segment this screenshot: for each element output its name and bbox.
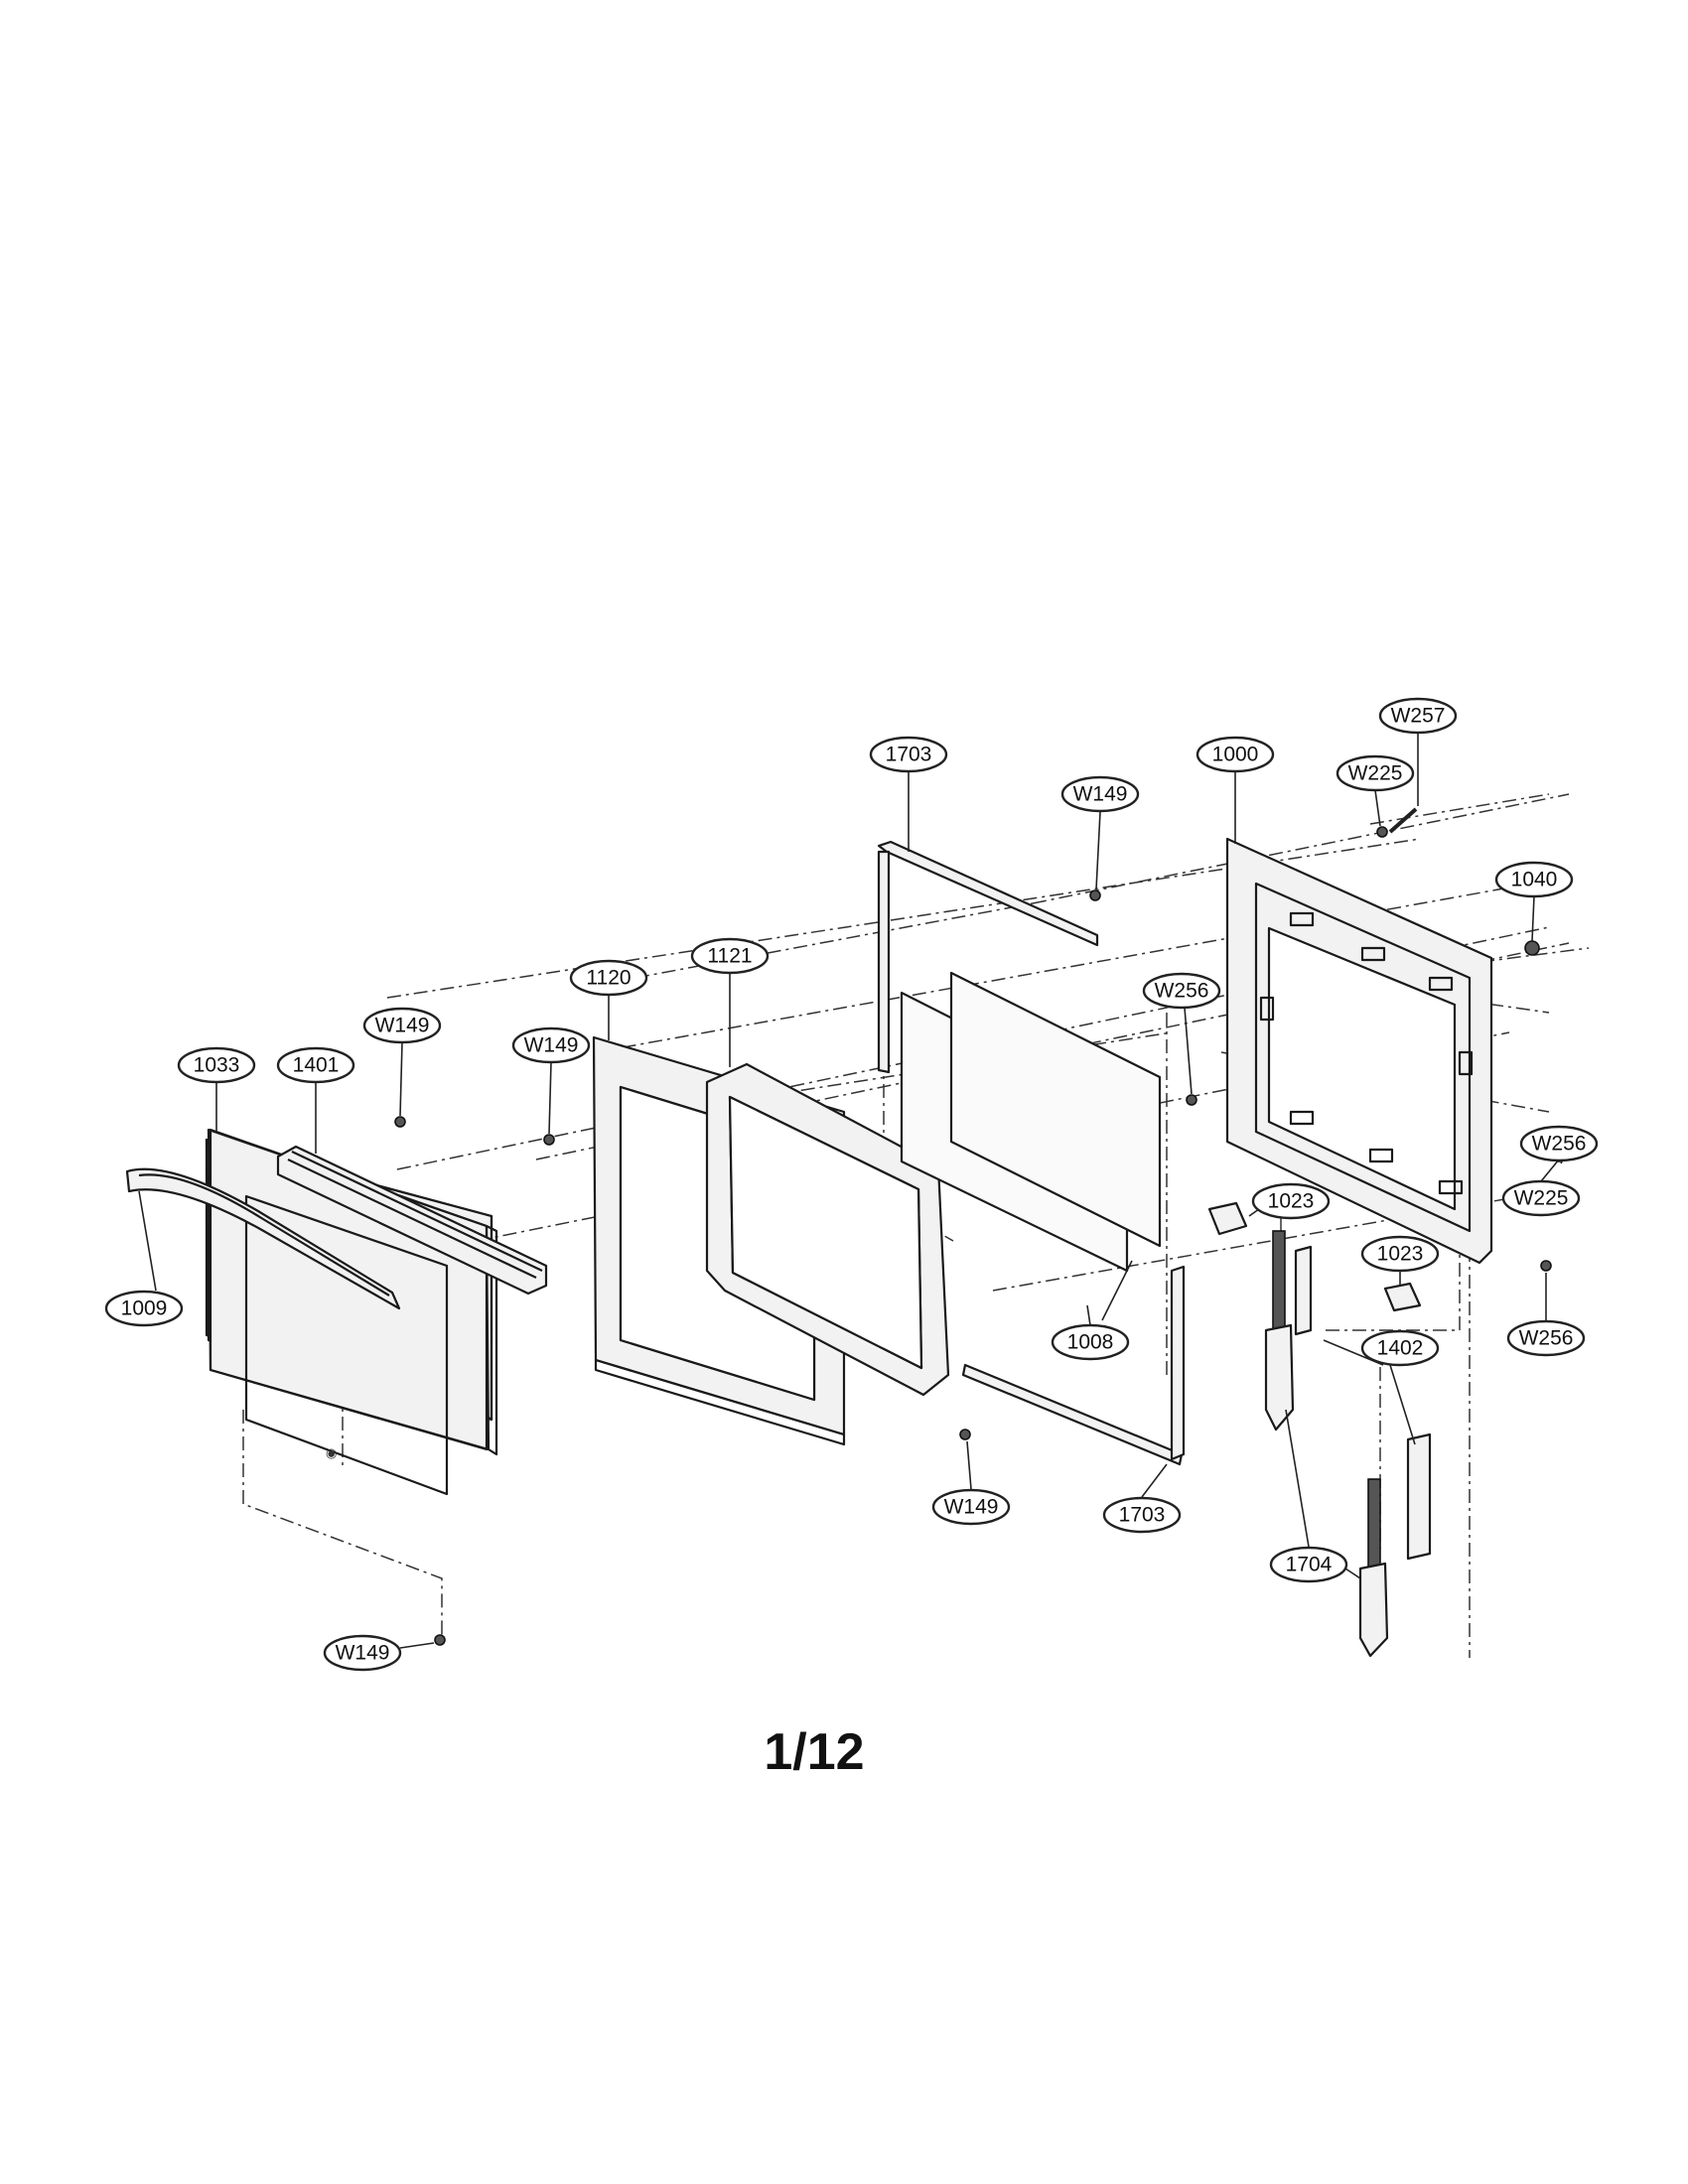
hinge-cover-plate-a xyxy=(1294,1245,1313,1336)
callout-1120: 1120 xyxy=(569,959,648,997)
svg-text:W225: W225 xyxy=(1348,762,1403,785)
screw-w149-top xyxy=(1089,889,1101,901)
svg-text:1120: 1120 xyxy=(586,967,631,990)
middle-door-frame xyxy=(705,1062,950,1397)
svg-text:W257: W257 xyxy=(1391,705,1446,728)
hinge-receptacle-b xyxy=(1383,1282,1422,1312)
glass-panes xyxy=(900,971,1162,1273)
svg-text:1000: 1000 xyxy=(1212,744,1259,766)
door-handle xyxy=(125,1167,401,1310)
hinge-a xyxy=(1264,1230,1295,1432)
screw-w149-a xyxy=(394,1116,406,1128)
callout-1000: 1000 xyxy=(1196,736,1275,773)
callout-1009: 1009 xyxy=(104,1290,184,1327)
svg-text:W149: W149 xyxy=(944,1496,999,1519)
callout-w256-bottom: W256 xyxy=(1506,1319,1586,1357)
svg-text:1009: 1009 xyxy=(121,1297,168,1320)
callout-1402: 1402 xyxy=(1360,1329,1440,1367)
bolt-w257 xyxy=(1388,807,1418,834)
inner-door-liner xyxy=(1225,837,1493,1265)
svg-text:W149: W149 xyxy=(1073,783,1128,806)
callout-1023-b: 1023 xyxy=(1360,1235,1440,1273)
screw-w149-bottom-left xyxy=(434,1634,446,1646)
screw-w149-bottom-mid xyxy=(959,1429,971,1440)
svg-text:W256: W256 xyxy=(1519,1327,1574,1350)
svg-text:W149: W149 xyxy=(375,1015,430,1037)
washer-w225-top xyxy=(1376,826,1388,838)
leader-lines xyxy=(138,733,1576,1649)
callout-w225-right: W225 xyxy=(1501,1179,1581,1217)
hinge-receptacle-a xyxy=(1207,1201,1248,1236)
callout-w225-top: W225 xyxy=(1336,754,1415,792)
svg-text:1033: 1033 xyxy=(194,1054,240,1077)
svg-text:1703: 1703 xyxy=(1119,1504,1166,1527)
gasket-top xyxy=(877,840,1099,1074)
callout-1040: 1040 xyxy=(1494,861,1574,898)
svg-text:W225: W225 xyxy=(1514,1187,1569,1210)
svg-text:1401: 1401 xyxy=(293,1054,340,1077)
callout-w149-top: W149 xyxy=(1060,775,1140,813)
callout-1008: 1008 xyxy=(1051,1323,1130,1361)
callout-w149-a: W149 xyxy=(362,1007,442,1044)
callout-1704: 1704 xyxy=(1269,1546,1348,1583)
svg-text:W256: W256 xyxy=(1155,980,1209,1003)
svg-text:W256: W256 xyxy=(1532,1133,1587,1156)
callout-1703-top: 1703 xyxy=(869,736,948,773)
svg-text:W149: W149 xyxy=(524,1034,579,1057)
top-vent-trim xyxy=(276,1145,548,1296)
callout-w256-mid: W256 xyxy=(1142,972,1221,1010)
callout-w257: W257 xyxy=(1378,697,1458,735)
callout-1033: 1033 xyxy=(177,1046,256,1084)
svg-text:1040: 1040 xyxy=(1511,869,1558,891)
gasket-bottom xyxy=(961,1265,1186,1466)
svg-text:1008: 1008 xyxy=(1067,1331,1114,1354)
svg-text:1402: 1402 xyxy=(1377,1337,1424,1360)
svg-text:W149: W149 xyxy=(336,1642,390,1665)
svg-text:1023: 1023 xyxy=(1268,1190,1315,1213)
callout-w149-bottom-left: W149 xyxy=(323,1634,402,1672)
callout-1121: 1121 xyxy=(690,937,770,975)
brand-logo: ◉ xyxy=(326,1445,337,1460)
screw-w149-b xyxy=(543,1134,555,1146)
screw-w256-mid xyxy=(1186,1094,1197,1106)
callout-w149-b: W149 xyxy=(511,1026,591,1064)
screw-w256-bottom xyxy=(1540,1260,1552,1272)
hinge-cover-plate-b xyxy=(1406,1433,1432,1561)
nut-1040 xyxy=(1524,940,1540,956)
callout-1703-bottom: 1703 xyxy=(1102,1496,1182,1534)
svg-text:1121: 1121 xyxy=(707,945,752,968)
callout-labels: 1703 W149 1000 W225 W257 1040 1120 1121 xyxy=(104,697,1599,1672)
callout-w149-bottom-mid: W149 xyxy=(931,1488,1011,1526)
callout-1023-a: 1023 xyxy=(1251,1182,1331,1220)
callout-1401: 1401 xyxy=(276,1046,355,1084)
svg-text:1703: 1703 xyxy=(886,744,932,766)
svg-text:1023: 1023 xyxy=(1377,1243,1424,1266)
callout-w256-right: W256 xyxy=(1519,1125,1599,1162)
svg-text:1704: 1704 xyxy=(1286,1554,1333,1576)
hinge-b xyxy=(1358,1478,1389,1658)
page-number: 1/12 xyxy=(764,1723,865,1781)
